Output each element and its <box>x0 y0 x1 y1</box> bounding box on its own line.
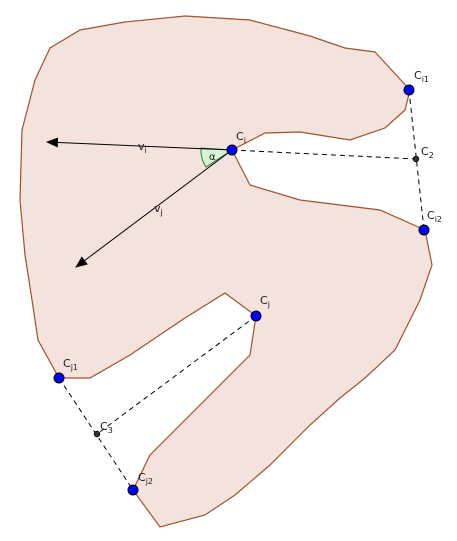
label-ci2: Ci2 <box>427 209 442 224</box>
label-cj: Cj <box>260 294 270 309</box>
dashed-segment-cj-c3 <box>96 315 257 435</box>
label-cj1: Cj1 <box>63 357 78 372</box>
point-ci2[interactable] <box>418 224 430 236</box>
point-cj[interactable] <box>250 310 262 322</box>
angle-arc <box>200 147 234 168</box>
point-c3[interactable] <box>93 430 101 438</box>
vector-vj-label: vj <box>154 202 163 217</box>
label-c2: C2 <box>421 145 434 160</box>
shaded-region <box>19 15 433 528</box>
dashed-segment-ci-c2 <box>231 149 417 160</box>
point-ci[interactable] <box>226 144 238 156</box>
label-ci: Ci <box>236 130 246 145</box>
point-c2[interactable] <box>412 155 420 163</box>
dashed-segment-ci1-ci2 <box>408 89 425 231</box>
label-ci1: Ci1 <box>414 69 429 84</box>
label-cj2: Cj2 <box>138 471 153 486</box>
vector-vi-arrow <box>46 137 233 151</box>
vector-vi-label: vi <box>138 140 147 155</box>
vector-vj-arrow <box>75 149 233 268</box>
label-c3: C3 <box>100 420 113 435</box>
point-cj1[interactable] <box>53 372 65 384</box>
point-ci1[interactable] <box>403 84 415 96</box>
angle-label: α <box>209 152 216 163</box>
point-cj2[interactable] <box>127 484 139 496</box>
